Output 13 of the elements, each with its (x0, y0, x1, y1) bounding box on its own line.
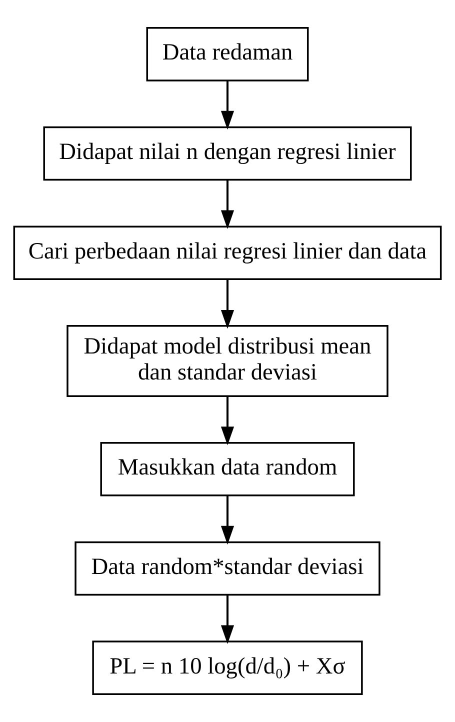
node-box: PL = n 10 log(d/d₀) + Xσ (92, 640, 363, 696)
arrow (220, 496, 234, 545)
arrow (220, 279, 234, 329)
node-box: Data redaman (146, 26, 309, 82)
node-box: Didapat nilai n dengan regresi linier (43, 126, 412, 181)
node-box: Data random*standar deviasi (74, 541, 380, 596)
node-box: Didapat model distribusi mean dan standar deviasi (66, 325, 388, 397)
arrow (220, 180, 234, 229)
node-box: Masukkan data random (100, 442, 355, 496)
arrow (220, 396, 234, 446)
arrow (220, 595, 234, 644)
arrow (220, 80, 234, 130)
node-box: Cari perbedaan nilai regresi linier dan data (13, 226, 442, 280)
